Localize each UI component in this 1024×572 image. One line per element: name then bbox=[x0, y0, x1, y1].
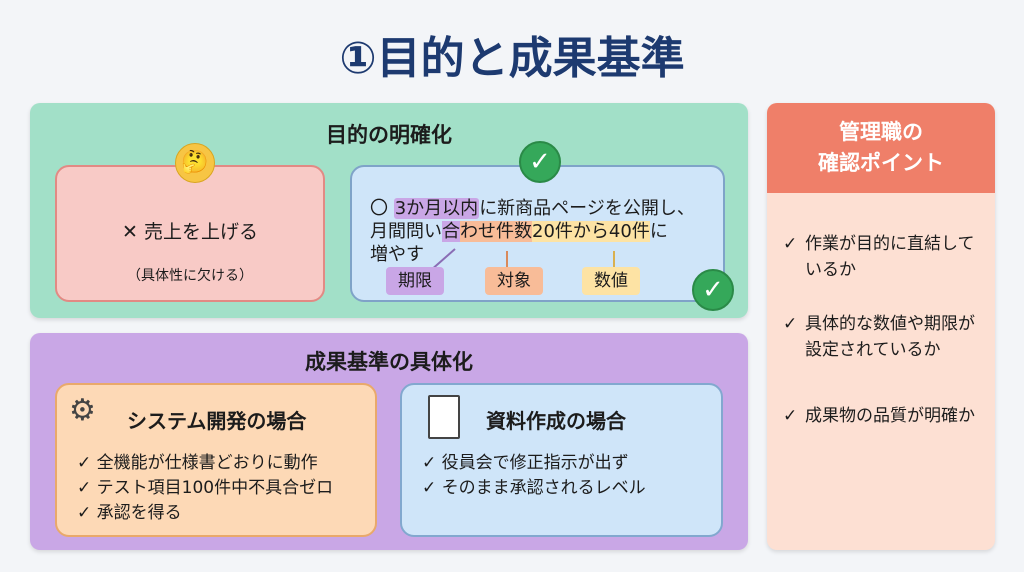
manager-title-line1: 管理職の bbox=[839, 120, 923, 144]
text-part: 月間問い bbox=[370, 221, 442, 242]
purpose-heading: 目的の明確化 bbox=[326, 123, 452, 147]
manager-point: ✓ 作業が目的に直結しているか bbox=[783, 231, 983, 283]
check-icon: ✓ bbox=[77, 478, 92, 498]
list-item: ✓ テスト項目100件中不具合ゼロ bbox=[77, 476, 333, 501]
document-chart-icon bbox=[428, 395, 460, 439]
item-text: 全機能が仕様書どおりに動作 bbox=[96, 453, 318, 473]
bad-example-text: ✕ 売上を上げる bbox=[122, 221, 258, 243]
good-example-text: 〇 3か月以内に新商品ページを公開し、 月間問い合わせ件数20件から40件に 増… bbox=[370, 197, 720, 266]
tag-value: 数値 bbox=[582, 267, 640, 295]
highlight-target: わせ件数 bbox=[460, 221, 532, 242]
criteria-panel: 成果基準の具体化 ⚙ システム開発の場合 ✓ 全機能が仕様書どおりに動作 ✓ テ… bbox=[30, 333, 748, 550]
system-dev-title: システム開発の場合 bbox=[127, 409, 307, 433]
point-text: 具体的な数値や期限が設定されているか bbox=[805, 314, 975, 360]
item-text: テスト項目100件中不具合ゼロ bbox=[96, 478, 334, 498]
bad-example-note: （具体性に欠ける） bbox=[127, 268, 253, 284]
check-icon: ✓ bbox=[422, 478, 437, 498]
document-card: 資料作成の場合 ✓ 役員会で修正指示が出ず ✓ そのまま承認されるレベル bbox=[400, 383, 723, 537]
point-text: 成果物の品質が明確か bbox=[805, 406, 975, 426]
system-dev-list: ✓ 全機能が仕様書どおりに動作 ✓ テスト項目100件中不具合ゼロ ✓ 承認を得… bbox=[77, 451, 333, 526]
check-icon: ✓ bbox=[783, 406, 798, 426]
thinking-face-icon: 🤔 bbox=[175, 143, 215, 183]
point-text: 作業が目的に直結しているか bbox=[805, 234, 975, 280]
list-item: ✓ 全機能が仕様書どおりに動作 bbox=[77, 451, 333, 476]
check-icon: ✓ bbox=[422, 453, 437, 473]
check-circle-icon: ✓ bbox=[519, 141, 561, 183]
document-list: ✓ 役員会で修正指示が出ず ✓ そのまま承認されるレベル bbox=[422, 451, 646, 501]
highlight-deadline: 3か月以内 bbox=[393, 198, 480, 219]
item-text: そのまま承認されるレベル bbox=[441, 478, 646, 498]
item-text: 役員会で修正指示が出ず bbox=[441, 453, 629, 473]
purpose-panel: 目的の明確化 🤔 ✕ 売上を上げる （具体性に欠ける） ✓ ✓ 〇 3か月以内に… bbox=[30, 103, 748, 318]
good-example-card: ✓ ✓ 〇 3か月以内に新商品ページを公開し、 月間問い合わせ件数20件から40… bbox=[350, 141, 734, 311]
list-item: ✓ 承認を得る bbox=[77, 501, 333, 526]
list-item: ✓ 役員会で修正指示が出ず bbox=[422, 451, 646, 476]
check-circle-icon: ✓ bbox=[692, 269, 734, 311]
text-part: に新商品ページを公開し、 bbox=[479, 198, 695, 219]
check-icon: ✓ bbox=[783, 314, 798, 334]
system-dev-card: ⚙ システム開発の場合 ✓ 全機能が仕様書どおりに動作 ✓ テスト項目100件中… bbox=[55, 383, 377, 537]
manager-panel: 管理職の 確認ポイント ✓ 作業が目的に直結しているか ✓ 具体的な数値や期限が設定… bbox=[767, 103, 995, 550]
manager-point: ✓ 具体的な数値や期限が設定されているか bbox=[783, 311, 983, 363]
list-item: ✓ そのまま承認されるレベル bbox=[422, 476, 646, 501]
gear-code-icon: ⚙ bbox=[69, 393, 96, 428]
bad-example-card: 🤔 ✕ 売上を上げる （具体性に欠ける） bbox=[55, 143, 325, 302]
check-icon: ✓ bbox=[783, 234, 798, 254]
page-title: ①目的と成果基準 bbox=[339, 33, 685, 84]
criteria-heading: 成果基準の具体化 bbox=[305, 350, 473, 374]
manager-header: 管理職の 確認ポイント bbox=[767, 103, 995, 193]
text-part: に bbox=[649, 221, 668, 242]
text-part: 合 bbox=[442, 221, 460, 242]
check-icon: ✓ bbox=[77, 453, 92, 473]
tag-target: 対象 bbox=[485, 267, 543, 295]
circle-mark: 〇 bbox=[370, 198, 388, 219]
highlight-value: 20件から40件 bbox=[532, 221, 650, 242]
text-part: 増やす bbox=[370, 244, 424, 265]
manager-title-line2: 確認ポイント bbox=[818, 151, 944, 175]
tag-deadline: 期限 bbox=[386, 267, 444, 295]
item-text: 承認を得る bbox=[96, 503, 182, 523]
check-icon: ✓ bbox=[77, 503, 92, 523]
manager-point: ✓ 成果物の品質が明確か bbox=[783, 403, 983, 429]
document-title: 資料作成の場合 bbox=[486, 409, 626, 433]
